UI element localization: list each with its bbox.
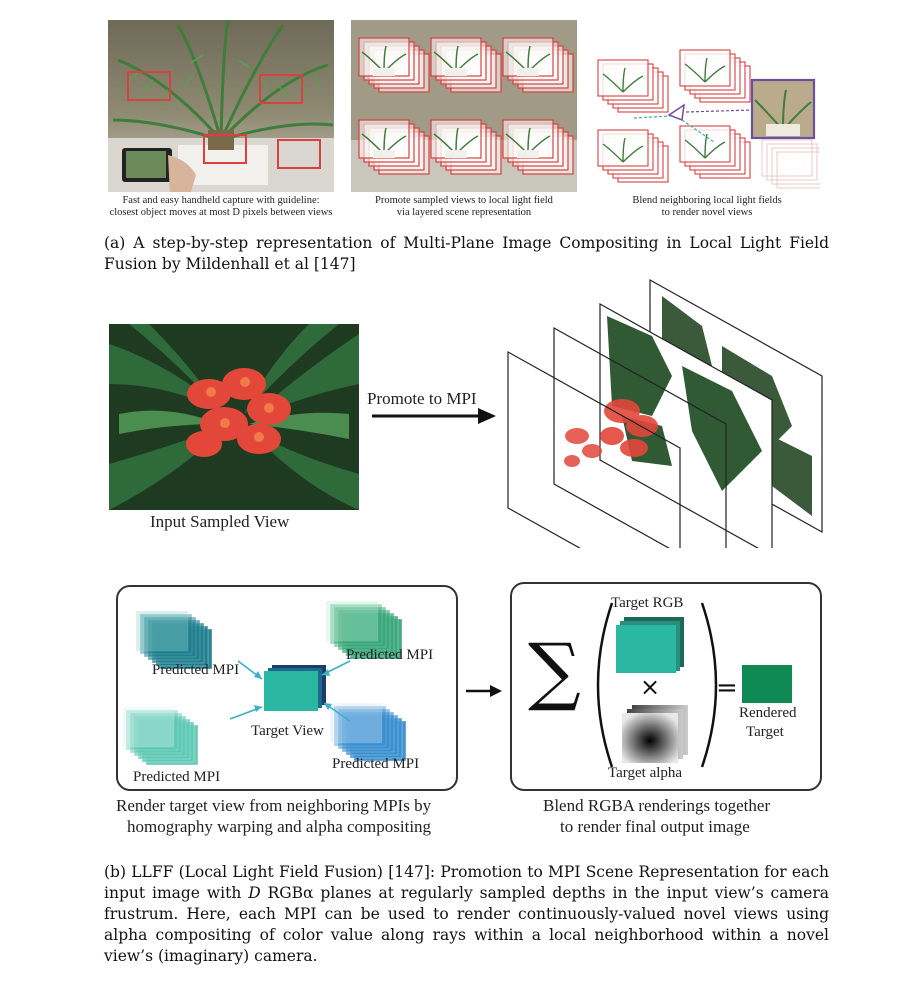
capture-photo <box>108 20 334 192</box>
figure-caption-b-pre: (b) LLFF (Local Light Field Fusion) [147… <box>104 863 829 902</box>
sigma-symbol: ∑ <box>528 628 581 714</box>
promote-arrow <box>372 408 496 424</box>
rendered-target-label-1: Rendered <box>739 705 797 721</box>
blend-caption-line-1: Blend neighboring local light fields <box>632 195 782 206</box>
blend-illustration <box>594 20 820 192</box>
predicted-mpi-label-3: Predicted MPI <box>133 769 221 785</box>
local-light-field-grid <box>351 20 577 192</box>
mpi-planes <box>507 278 823 548</box>
capture-caption-line-2: closest object moves at most D pixels be… <box>109 207 333 218</box>
predicted-mpi-label-1: Predicted MPI <box>152 662 240 678</box>
predicted-mpi-label-4: Predicted MPI <box>332 756 420 772</box>
blend-caption-b-line-1: Blend RGBA renderings together <box>543 796 771 815</box>
promote-caption-line-1: Promote sampled views to local light fie… <box>375 195 553 206</box>
figure-caption-b-post: RGBα planes at regularly sampled depths … <box>104 884 829 965</box>
input-sampled-view-label: Input Sampled View <box>150 512 290 531</box>
blend-caption-b-line-2: to render final output image <box>560 817 750 836</box>
equals-symbol: = <box>716 673 738 703</box>
promote-to-mpi-label: Promote to MPI <box>367 389 477 408</box>
figure-caption-a: (a) A step-by-step representation of Mul… <box>104 234 829 273</box>
target-alpha-label: Target alpha <box>608 765 683 781</box>
target-view-label: Target View <box>251 723 324 739</box>
figure-caption-b: (b) LLFF (Local Light Field Fusion) [147… <box>104 862 829 967</box>
render-caption-line-2: homography warping and alpha compositing <box>127 817 432 836</box>
input-sampled-view-photo <box>109 324 359 510</box>
compose-arrow <box>466 685 502 697</box>
predicted-mpi-label-2: Predicted MPI <box>346 647 434 663</box>
promote-caption: Promote sampled views to local light fie… <box>343 195 585 219</box>
capture-caption-line-1: Fast and easy handheld capture with guid… <box>122 195 320 206</box>
times-symbol: × <box>640 673 661 701</box>
figure-caption-b-d: D <box>248 884 261 902</box>
mpi-stacks <box>121 600 407 766</box>
target-rgb-label: Target RGB <box>611 595 684 611</box>
blend-caption: Blend neighboring local light fields to … <box>586 195 828 219</box>
blend-equation <box>596 602 792 768</box>
promote-caption-line-2: via layered scene representation <box>396 207 532 218</box>
render-caption-line-1: Render target view from neighboring MPIs… <box>116 796 432 815</box>
rendered-target-label-2: Target <box>746 724 784 740</box>
blend-caption-line-2: to render novel views <box>661 207 753 218</box>
capture-caption: Fast and easy handheld capture with guid… <box>100 195 342 219</box>
